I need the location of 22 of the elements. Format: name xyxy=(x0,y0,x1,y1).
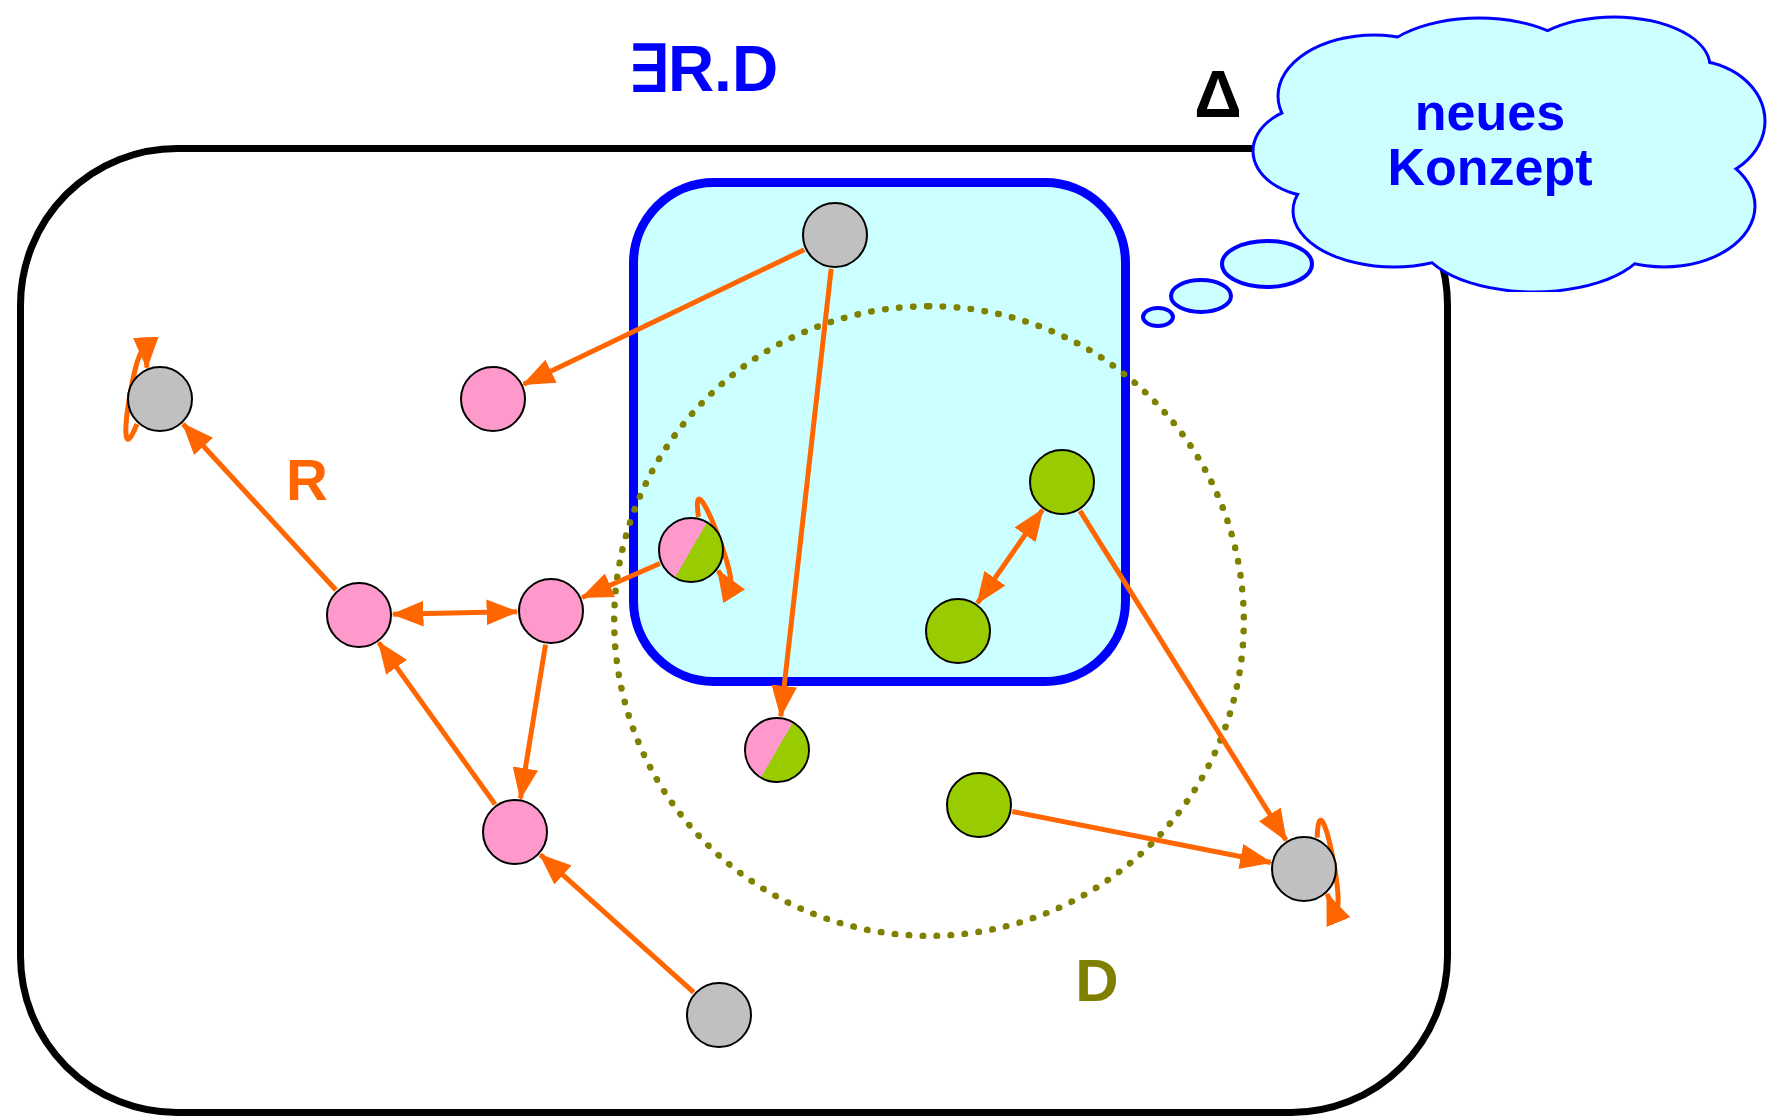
self-loop-arrow xyxy=(695,497,747,603)
circle-node xyxy=(482,799,548,865)
double-arrow xyxy=(391,599,519,627)
domain-label: Δ xyxy=(1194,60,1242,130)
circle-node xyxy=(1271,836,1337,902)
circle-node xyxy=(127,366,193,432)
arrow xyxy=(771,268,834,718)
relation-label: R xyxy=(286,449,328,511)
arrow xyxy=(181,422,338,592)
arrow xyxy=(1077,509,1289,842)
arrow xyxy=(512,644,548,800)
concept-label: D xyxy=(1075,948,1119,1012)
self-loop-arrow xyxy=(123,336,157,441)
arrow xyxy=(1011,809,1273,870)
concept-label: ∃R.D xyxy=(627,36,779,104)
cloud-text: neues Konzept xyxy=(1386,85,1594,195)
arrow xyxy=(538,852,696,995)
arrow xyxy=(522,247,806,387)
circle-node xyxy=(326,582,392,648)
arrow xyxy=(376,641,498,806)
double-arrow xyxy=(975,508,1045,605)
self-loop-arrow xyxy=(1314,818,1352,927)
